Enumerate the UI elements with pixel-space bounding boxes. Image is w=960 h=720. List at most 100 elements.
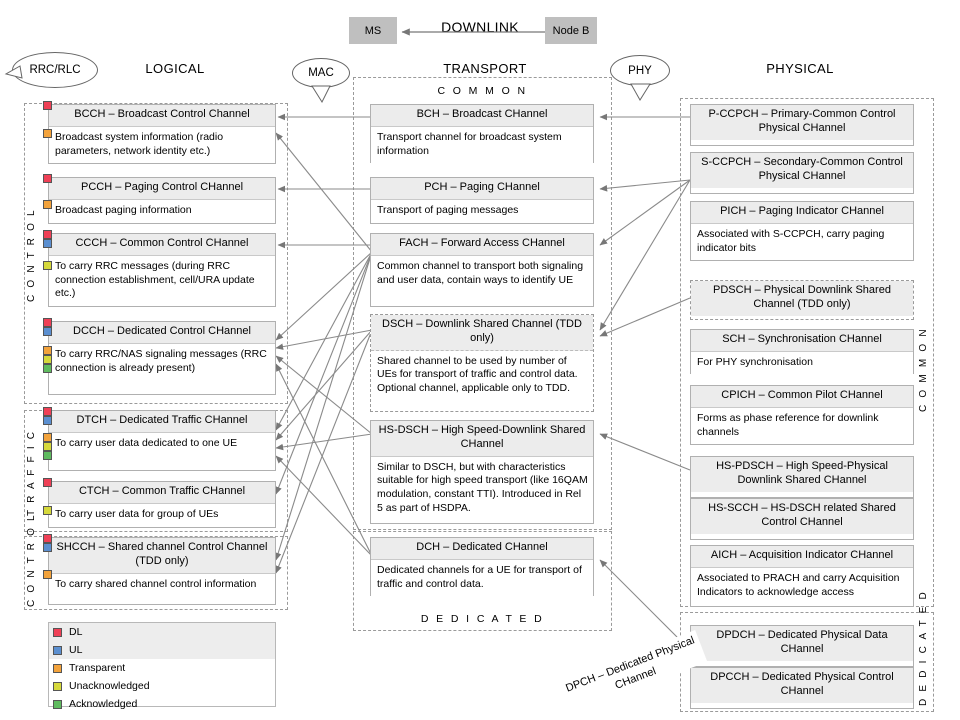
legend-swatch-dl [53,627,62,637]
logical-channel-bcch[interactable]: BCCH – Broadcast Control Channel Broadca… [43,101,276,164]
physical-channel-dpcch[interactable]: DPCCH – Dedicated Physical Control CHann… [690,667,914,709]
marker-transparent [43,570,52,579]
column-title-logical: LOGICAL [145,61,205,76]
marker-ul [43,416,52,425]
marker-transparent [43,433,52,442]
channel-desc: To carry user data dedicated to one UE [49,432,275,456]
marker-acknowledged [43,364,52,373]
channel-title: DCH – Dedicated CHannel [371,538,593,560]
ms-label: MS [364,24,382,37]
channel-desc: To carry RRC messages (during RRC connec… [49,255,275,307]
legend-item-acknowledged: Acknowledged [49,695,275,713]
marker-unacknowledged [43,355,52,364]
transport-channel-hs-dsch[interactable]: HS-DSCH – High Speed-Downlink Shared CHa… [370,420,594,524]
channel-title: S-CCPCH – Secondary-Common Control Physi… [691,153,913,188]
physical-channel-hs-scch[interactable]: HS-SCCH – HS-DSCH related Shared Control… [690,498,914,540]
nodeb-box: Node B [545,17,597,44]
channel-desc: To carry user data for group of UEs [49,503,275,527]
channel-desc: For PHY synchronisation [691,351,913,375]
marker-unacknowledged [43,261,52,270]
legend-swatch-unacknowledged [53,681,62,691]
marker-acknowledged [43,451,52,460]
physical-channel-aich[interactable]: AICH – Acquisition Indicator CHannel Ass… [690,545,914,607]
legend-label: Acknowledged [69,698,138,710]
transport-channel-dsch[interactable]: DSCH – Downlink Shared Channel (TDD only… [370,314,594,412]
phy-bubble: PHY [610,55,670,86]
physical-channel-cpich[interactable]: CPICH – Common Pilot CHannel Forms as ph… [690,385,914,445]
transport-common-label: C O M M O N [437,85,528,97]
channel-desc: Transport channel for broadcast system i… [371,126,593,164]
logical-control-label-1: C O N T R O L [26,208,37,302]
mac-bubble: MAC [292,58,350,88]
logical-channel-ccch[interactable]: CCCH – Common Control CHannel To carry R… [43,230,276,307]
channel-desc: To carry RRC/NAS signaling messages (RRC… [49,343,275,381]
channel-title: HS-SCCH – HS-DSCH related Shared Control… [691,499,913,534]
logical-channel-dcch[interactable]: DCCH – Dedicated Control CHannel To carr… [43,318,276,395]
transport-channel-pch[interactable]: PCH – Paging CHannel Transport of paging… [370,177,594,224]
physical-channel-sch[interactable]: SCH – Synchronisation CHannel For PHY sy… [690,329,914,375]
marker-transparent [43,346,52,355]
physical-channel-pdsch[interactable]: PDSCH – Physical Downlink Shared Channel… [690,280,914,320]
downlink-label: DOWNLINK [441,19,519,35]
channel-desc: Common channel to transport both signali… [371,255,593,293]
channel-title: PCCH – Paging Control CHannel [49,178,275,200]
legend-item-unacknowledged: Unacknowledged [49,677,275,695]
channel-title: DPDCH – Dedicated Physical Data CHannel [691,626,913,661]
channel-desc: Associated to PRACH and carry Acquisitio… [691,567,913,605]
channel-title: DPCCH – Dedicated Physical Control CHann… [691,668,913,703]
column-title-physical: PHYSICAL [766,61,834,76]
marker-dl [43,230,52,239]
marker-transparent [43,129,52,138]
legend-label: UL [69,644,83,656]
marker-ul [43,239,52,248]
transport-channel-bch[interactable]: BCH – Broadcast CHannel Transport channe… [370,104,594,164]
channel-title: DTCH – Dedicated Traffic CHannel [49,411,275,433]
channel-desc: Transport of paging messages [371,199,593,223]
physical-channel-p-ccpch[interactable]: P-CCPCH – Primary-Common Control Physica… [690,104,914,146]
legend-label: Transparent [69,662,126,674]
channel-desc: Broadcast system information (radio para… [49,126,275,164]
marker-ul [43,327,52,336]
marker-unacknowledged [43,442,52,451]
channel-desc: Dedicated channels for a UE for transpor… [371,559,593,597]
transport-channel-dch[interactable]: DCH – Dedicated CHannel Dedicated channe… [370,537,594,597]
logical-channel-dtch[interactable]: DTCH – Dedicated Traffic CHannel To carr… [43,407,276,471]
channel-desc: Associated with S-CCPCH, carry paging in… [691,223,913,261]
physical-channel-dpdch[interactable]: DPDCH – Dedicated Physical Data CHannel [690,625,914,667]
legend-swatch-acknowledged [53,699,62,709]
marker-dl [43,174,52,183]
channel-desc: Similar to DSCH, but with characteristic… [371,456,593,521]
physical-channel-s-ccpch[interactable]: S-CCPCH – Secondary-Common Control Physi… [690,152,914,194]
channel-title: CPICH – Common Pilot CHannel [691,386,913,408]
channel-title: PCH – Paging CHannel [371,178,593,200]
physical-common-label: C O M M O N [918,327,929,413]
column-title-transport: TRANSPORT [443,61,527,76]
logical-channel-ctch[interactable]: CTCH – Common Traffic CHannel To carry u… [43,478,276,528]
channel-title: SCH – Synchronisation CHannel [691,330,913,352]
marker-unacknowledged [43,506,52,515]
channel-title: FACH – Forward Access CHannel [371,234,593,256]
channel-desc: Broadcast paging information [49,199,275,223]
marker-dl [43,478,52,487]
marker-ul [43,543,52,552]
physical-channel-pich[interactable]: PICH – Paging Indicator CHannel Associat… [690,201,914,261]
ms-box: MS [349,17,397,44]
legend-label: DL [69,626,83,638]
physical-channel-hs-pdsch[interactable]: HS-PDSCH – High Speed-Physical Downlink … [690,456,914,498]
channel-title: HS-DSCH – High Speed-Downlink Shared CHa… [371,421,593,457]
logical-channel-pcch[interactable]: PCCH – Paging Control CHannel Broadcast … [43,174,276,224]
transport-channel-fach[interactable]: FACH – Forward Access CHannel Common cha… [370,233,594,307]
channel-title: AICH – Acquisition Indicator CHannel [691,546,913,568]
channel-title: SHCCH – Shared channel Control Channel (… [49,538,275,574]
nodeb-label: Node B [552,24,590,37]
transport-dedicated-label: D E D I C A T E D [420,613,545,625]
channel-title: DSCH – Downlink Shared Channel (TDD only… [371,315,593,351]
channel-title: BCH – Broadcast CHannel [371,105,593,127]
logical-channel-shcch[interactable]: SHCCH – Shared channel Control Channel (… [43,534,276,605]
physical-dedicated-label: D E D I C A T E D [918,590,929,706]
legend-item-transparent: Transparent [49,659,275,677]
channel-desc: To carry shared channel control informat… [49,573,275,597]
marker-transparent [43,200,52,209]
channel-title: DCCH – Dedicated Control CHannel [49,322,275,344]
rrc-rlc-bubble: RRC/RLC [12,52,98,88]
